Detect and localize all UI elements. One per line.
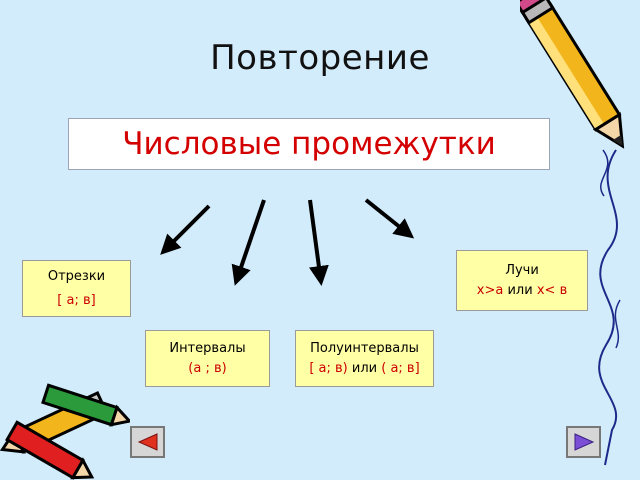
segments-notation: [ а; в] bbox=[57, 292, 96, 308]
arrow-to-half-intervals bbox=[308, 199, 329, 286]
rays-notation-a: х>а bbox=[476, 282, 504, 298]
arrow-to-rays bbox=[364, 198, 415, 239]
next-slide-button[interactable] bbox=[566, 426, 601, 458]
segments-label: Отрезки bbox=[47, 268, 106, 284]
intervals-box: Интервалы (а ; в) bbox=[145, 330, 270, 387]
next-arrow-icon bbox=[574, 433, 594, 451]
rays-notation: х>а или х< в bbox=[477, 281, 567, 301]
prev-slide-button[interactable] bbox=[130, 426, 165, 458]
rays-word-or: или bbox=[507, 282, 533, 298]
intervals-notation: (а ; в) bbox=[188, 360, 227, 376]
arrow-to-segments bbox=[160, 204, 211, 255]
main-concept-box: Числовые промежутки bbox=[68, 118, 550, 170]
half-intervals-label: Полуинтервалы bbox=[310, 340, 419, 356]
intervals-label: Интервалы bbox=[169, 340, 246, 356]
half-word-or: или bbox=[351, 360, 378, 376]
rays-label: Лучи bbox=[505, 262, 539, 278]
half-notation-b: ( а; в] bbox=[381, 360, 420, 376]
arrow-to-intervals bbox=[231, 199, 266, 286]
segments-box: Отрезки [ а; в] bbox=[22, 260, 131, 317]
rays-box: Лучи х>а или х< в bbox=[456, 250, 588, 311]
pencils-icon bbox=[0, 383, 130, 480]
page-title: Повторение bbox=[210, 38, 430, 78]
half-notation-a: [ а; в) bbox=[309, 360, 348, 376]
prev-arrow-icon bbox=[137, 433, 157, 451]
pencil-icon bbox=[520, 0, 625, 466]
rays-notation-c: в bbox=[559, 282, 568, 298]
rays-notation-b: х< bbox=[536, 282, 556, 298]
half-intervals-box: Полуинтервалы [ а; в) или ( а; в] bbox=[295, 330, 434, 387]
half-intervals-notation: [ а; в) или ( а; в] bbox=[309, 359, 419, 379]
